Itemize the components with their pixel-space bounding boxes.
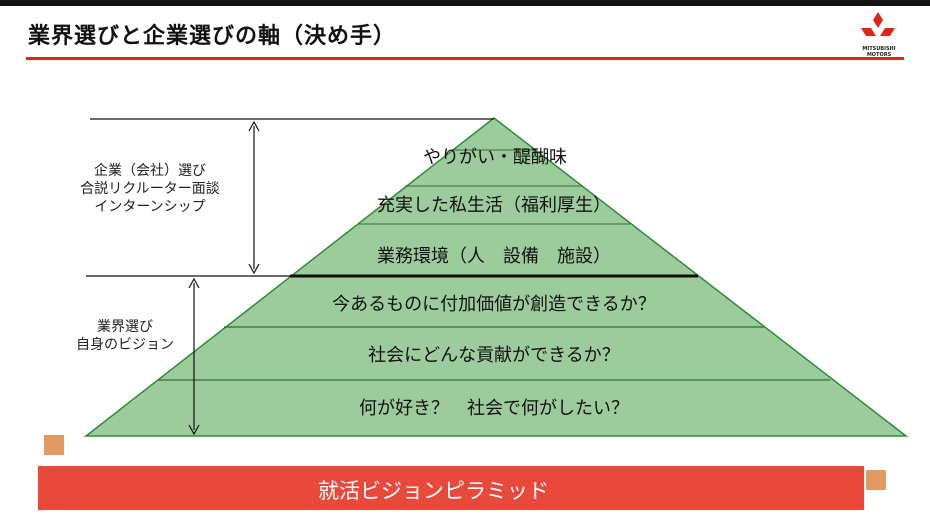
title-underline — [26, 57, 904, 60]
side-label-line: 企業（会社）選び — [94, 163, 206, 179]
tier-label-3: 業務環境（人 設備 施設） — [377, 246, 611, 267]
tier-label-4: 今あるものに付加価値が創造できるか？ — [332, 294, 656, 315]
footer-banner: 就活ビジョンピラミッド — [38, 466, 864, 510]
accent-square-left — [44, 435, 64, 455]
banner-title: 就活ビジョンピラミッド — [318, 479, 549, 503]
tier-label-1: やりがい・醍醐味 — [423, 147, 567, 168]
accent-square-right — [866, 470, 886, 490]
tier-label-6: 何が好き？ 社会で何がしたい？ — [359, 398, 629, 419]
side-label-company: 企業（会社）選び 合説リクルーター面談 インターンシップ — [70, 162, 230, 216]
tier-label-2: 充実した私生活（福利厚生） — [377, 195, 611, 216]
tier-label-5: 社会にどんな貢献ができるか？ — [368, 345, 620, 366]
side-label-line: インターンシップ — [94, 199, 206, 215]
slide-title: 業界選びと企業選びの軸（決め手） — [28, 24, 397, 49]
mitsubishi-logo-icon — [861, 12, 895, 36]
side-label-line: 合説リクルーター面談 — [80, 181, 220, 197]
logo-text: MITSUBISHI MOTORS — [862, 46, 896, 58]
side-label-line: 自身のビジョン — [76, 337, 174, 353]
side-label-industry: 業界選び 自身のビジョン — [60, 318, 190, 354]
top-band — [0, 0, 930, 6]
side-label-line: 業界選び — [97, 319, 153, 335]
